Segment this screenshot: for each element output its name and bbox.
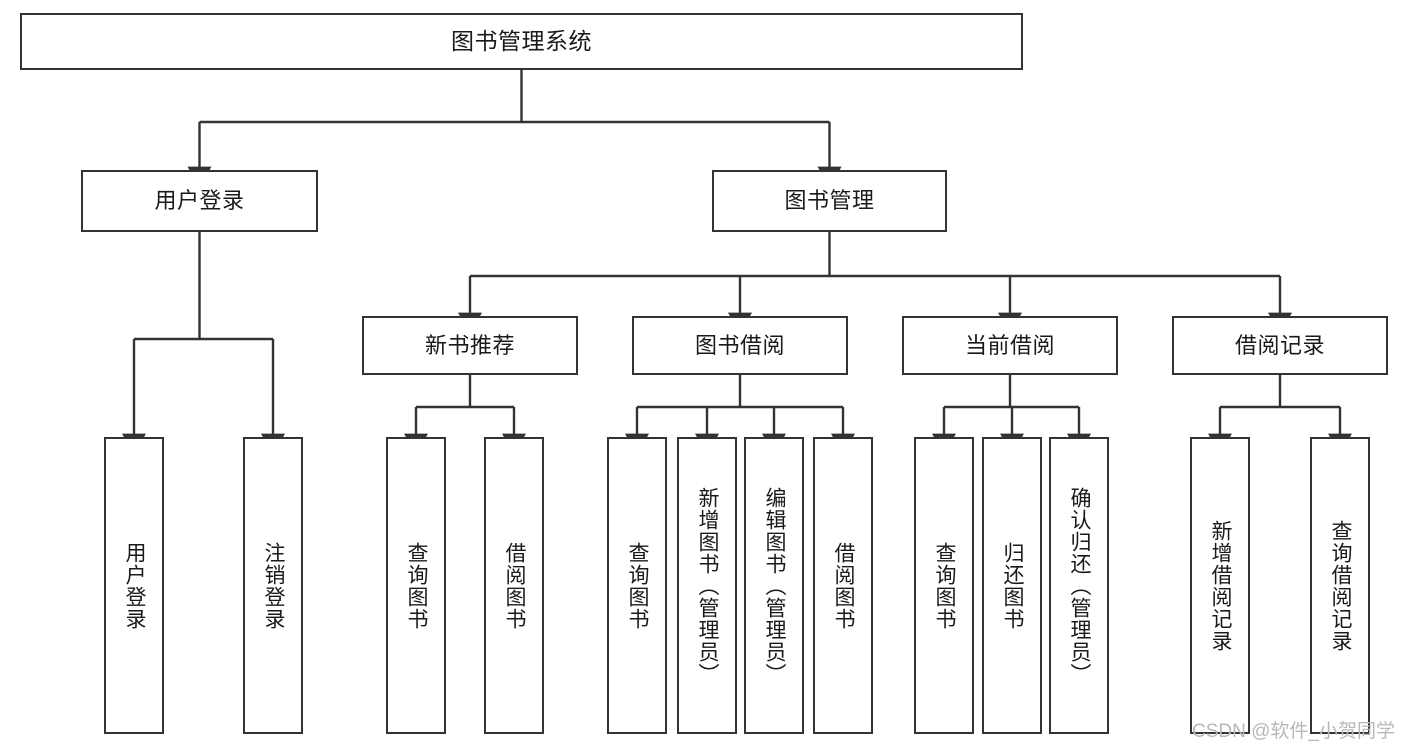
node-label-leaf-cur-query: 查询图书	[933, 541, 957, 630]
node-leaf-bk-add[interactable]: 新增图书（管理员）	[677, 437, 737, 734]
node-label-leaf-user-logout: 注销登录	[262, 541, 286, 630]
node-label-borrow: 图书借阅	[694, 332, 785, 358]
node-leaf-cur-confirm[interactable]: 确认归还（管理员）	[1049, 437, 1109, 734]
node-leaf-rec-query[interactable]: 查询借阅记录	[1310, 437, 1370, 734]
node-label-leaf-nb-query: 查询图书	[405, 541, 429, 630]
node-label-leaf-bk-query: 查询图书	[626, 541, 650, 630]
node-newbook[interactable]: 新书推荐	[362, 316, 578, 375]
node-login[interactable]: 用户登录	[81, 170, 318, 232]
node-bookmgmt[interactable]: 图书管理	[712, 170, 947, 232]
node-label-leaf-cur-confirm: 确认归还（管理员）	[1068, 486, 1092, 685]
node-label-leaf-rec-query: 查询借阅记录	[1329, 519, 1353, 652]
node-borrow[interactable]: 图书借阅	[632, 316, 848, 375]
node-label-records: 借阅记录	[1234, 332, 1325, 358]
node-leaf-user-logout[interactable]: 注销登录	[243, 437, 303, 734]
node-label-leaf-cur-return: 归还图书	[1001, 541, 1025, 630]
node-label-leaf-bk-add: 新增图书（管理员）	[696, 486, 720, 685]
node-records[interactable]: 借阅记录	[1172, 316, 1388, 375]
node-label-newbook: 新书推荐	[424, 332, 515, 358]
node-label-leaf-bk-edit: 编辑图书（管理员）	[763, 486, 787, 685]
node-leaf-rec-add[interactable]: 新增借阅记录	[1190, 437, 1250, 734]
node-leaf-user-login[interactable]: 用户登录	[104, 437, 164, 734]
node-leaf-bk-borrow[interactable]: 借阅图书	[813, 437, 873, 734]
node-label-leaf-bk-borrow: 借阅图书	[832, 541, 856, 630]
node-leaf-cur-query[interactable]: 查询图书	[914, 437, 974, 734]
node-leaf-cur-return[interactable]: 归还图书	[982, 437, 1042, 734]
node-label-leaf-nb-borrow: 借阅图书	[503, 541, 527, 630]
node-label-leaf-user-login: 用户登录	[123, 541, 147, 630]
node-label-leaf-rec-add: 新增借阅记录	[1209, 519, 1233, 652]
node-label-login: 用户登录	[154, 188, 245, 214]
node-leaf-bk-edit[interactable]: 编辑图书（管理员）	[744, 437, 804, 734]
node-label-root: 图书管理系统	[451, 27, 592, 54]
node-leaf-nb-borrow[interactable]: 借阅图书	[484, 437, 544, 734]
node-leaf-nb-query[interactable]: 查询图书	[386, 437, 446, 734]
node-leaf-bk-query[interactable]: 查询图书	[607, 437, 667, 734]
node-label-current: 当前借阅	[964, 332, 1055, 358]
node-root[interactable]: 图书管理系统	[20, 13, 1023, 70]
node-current[interactable]: 当前借阅	[902, 316, 1118, 375]
node-label-bookmgmt: 图书管理	[784, 188, 875, 214]
